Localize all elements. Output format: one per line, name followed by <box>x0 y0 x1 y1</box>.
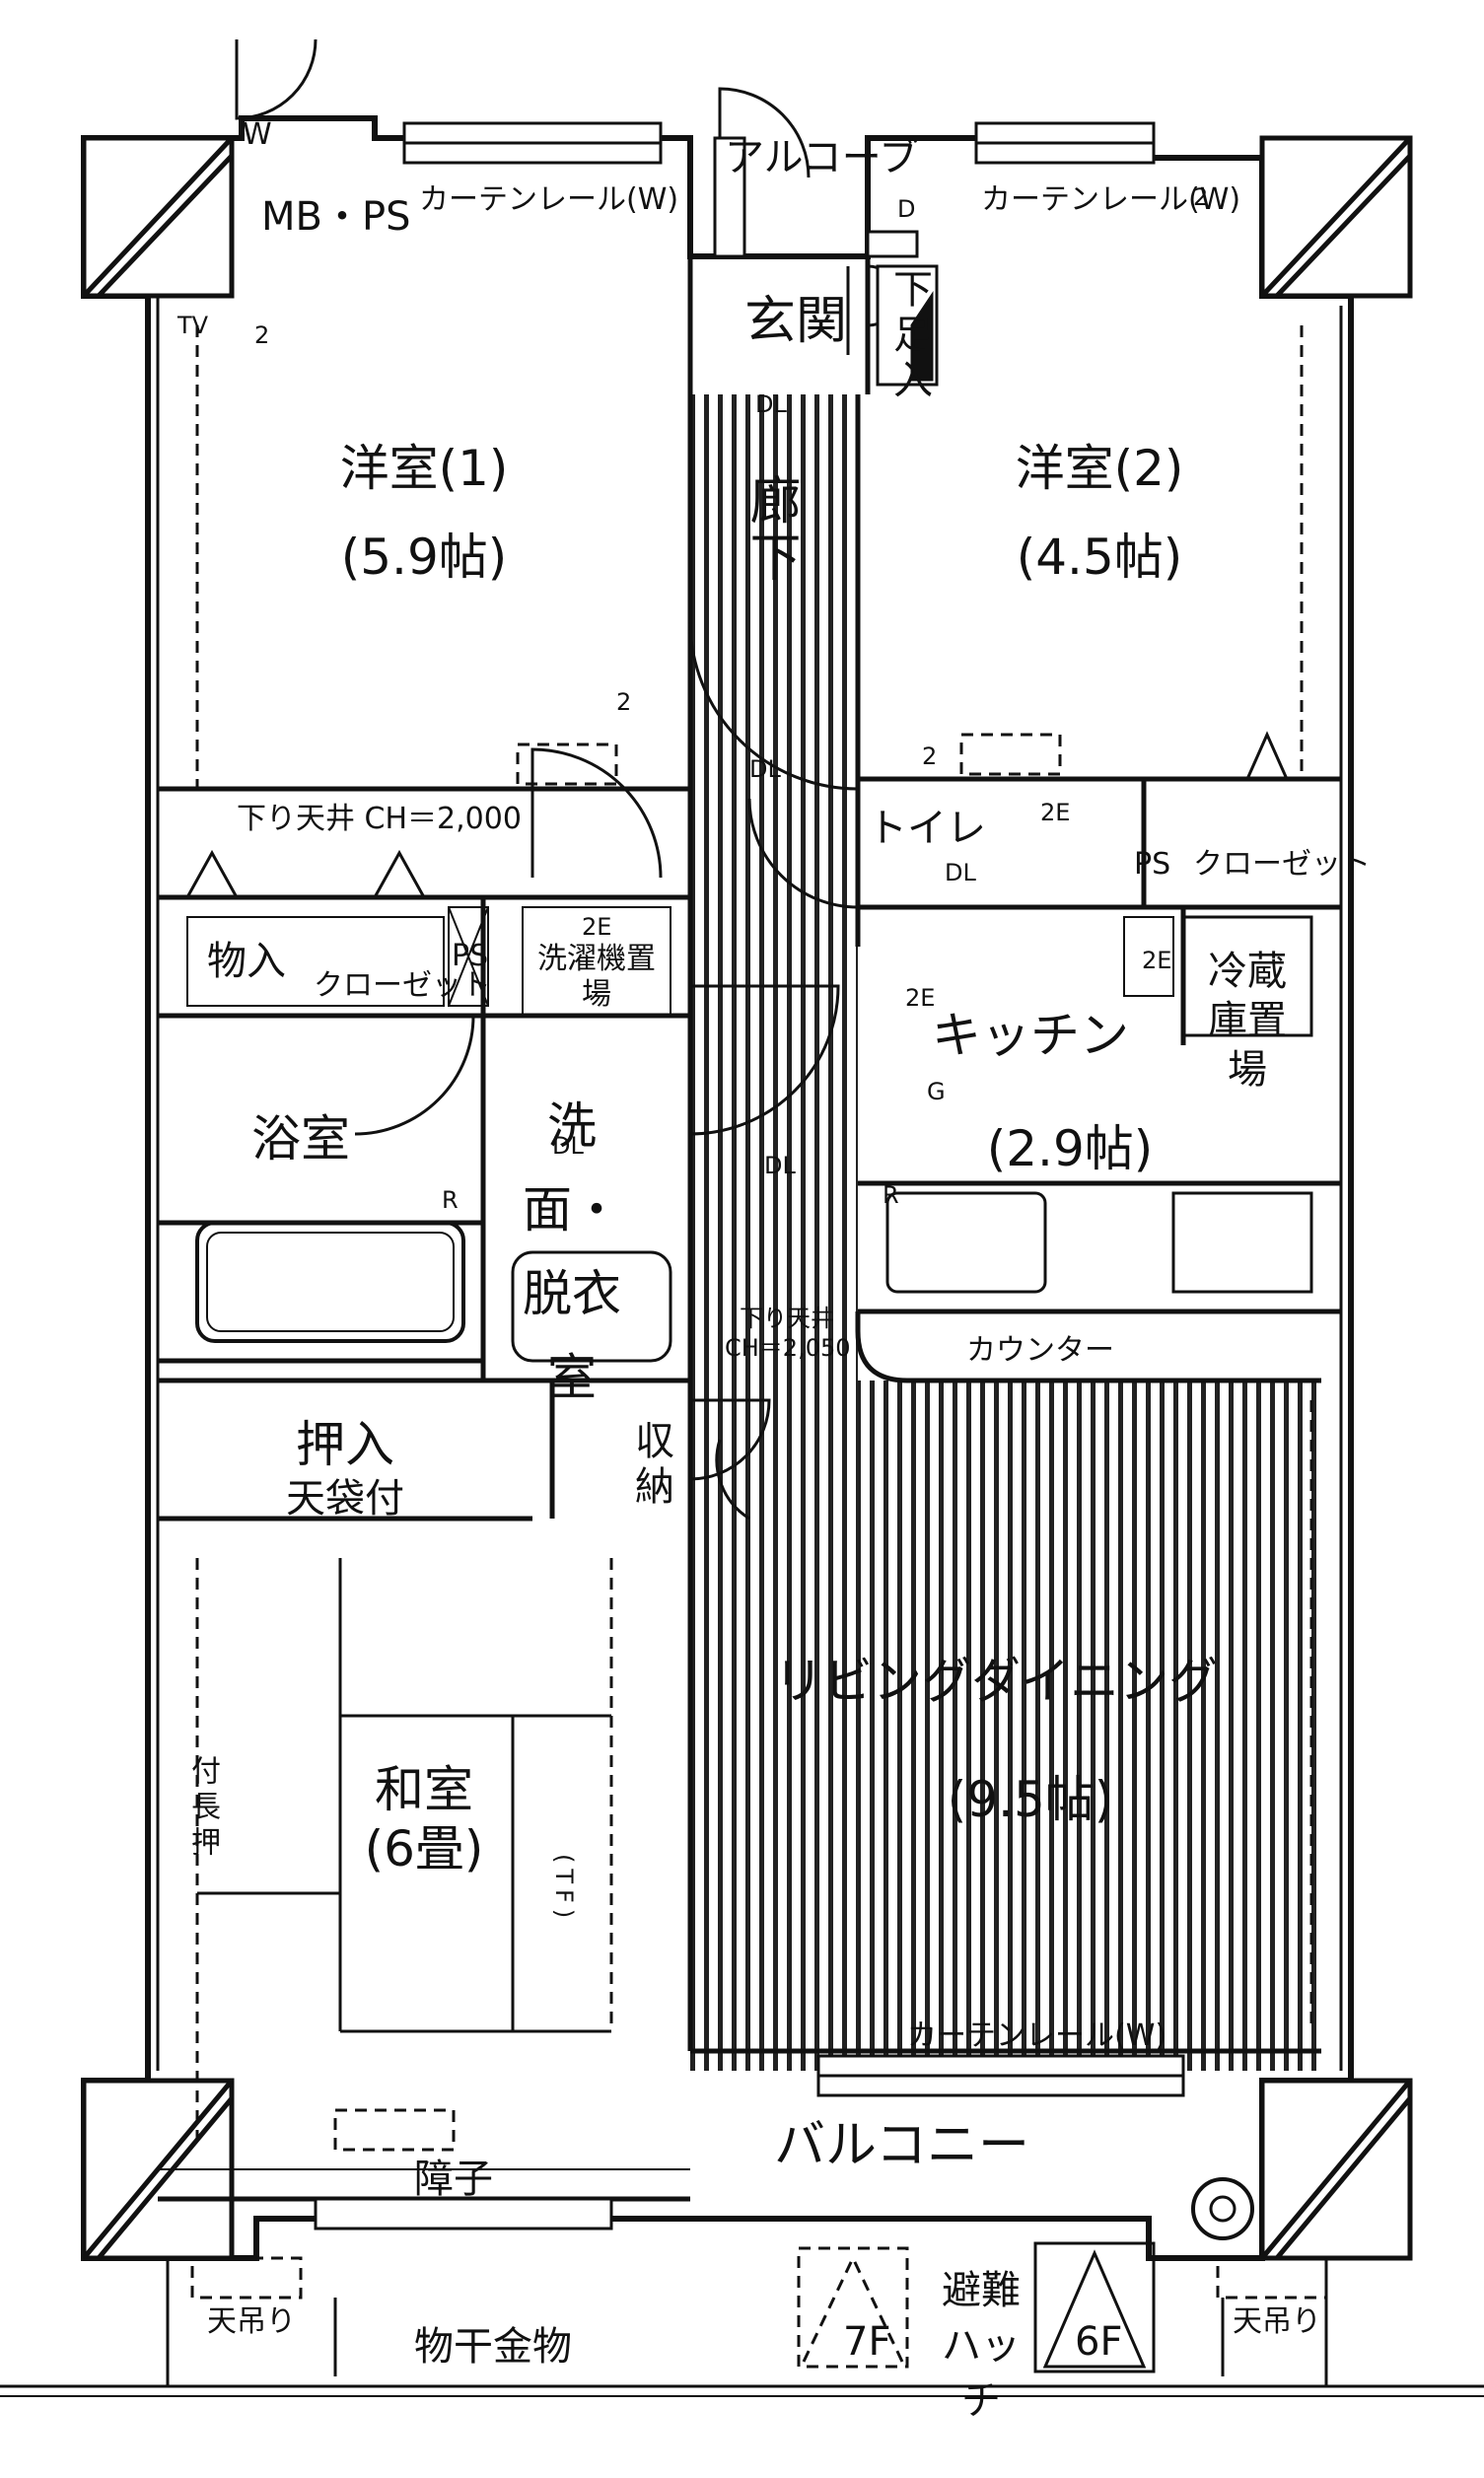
hanging-left-label: 天吊り <box>207 2304 296 2339</box>
doorbell-icon: D <box>897 195 916 223</box>
outlet-2-icon: 2 <box>922 743 938 770</box>
tf-label: (TF) <box>550 1854 578 1925</box>
windows <box>314 121 1185 2230</box>
washroom-label: 洗面・脱衣室 <box>523 1097 621 1406</box>
closet-right-label: クローゼット <box>1193 847 1371 882</box>
ps-left-label: PS <box>452 939 489 973</box>
bathroom-label: 浴室 <box>251 1110 350 1168</box>
fridge-space-label: 冷蔵庫置場 <box>1208 949 1287 1093</box>
toilet-label: トイレ <box>868 806 986 851</box>
mb-ps-label: MB・PS <box>261 194 411 240</box>
washer-space-label: 洗濯機置場 <box>537 942 656 1012</box>
curtain-rail-right: カーテンレール(W) <box>981 182 1241 217</box>
outlet-2e-icon: 2E <box>905 984 936 1012</box>
floor-7f-label: 7F <box>843 2319 891 2365</box>
closet-push-label: 押入 <box>296 1416 394 1473</box>
outlet-2-icon: 2 <box>616 688 632 716</box>
tsuke-nageshi-label: 付長押 <box>185 1755 220 1862</box>
closet-left-label: クローゼット <box>314 968 491 1003</box>
alcove-label: アルコーブ <box>725 135 919 180</box>
downlight-icon: DL <box>749 755 781 783</box>
tatami-lines <box>197 1558 611 2033</box>
outlet-2e-icon: 2E <box>582 913 612 941</box>
hanging-right-label: 天吊り <box>1233 2304 1321 2339</box>
japanese-room-size: (6畳) <box>364 1820 484 1877</box>
interior-walls <box>158 138 1341 2202</box>
balcony-lines <box>0 2177 1484 2397</box>
lowered-ceiling-1: 下り天井 CH＝2,000 <box>237 802 522 836</box>
downlight-icon: DL <box>764 1152 796 1179</box>
tv-outlet-icon: TV <box>177 312 209 339</box>
living-dining-name: リビングダイニング <box>774 1653 1218 1710</box>
shoji-label: 障子 <box>414 2157 493 2202</box>
living-dining-size: (9.5帖) <box>947 1771 1114 1828</box>
floor-6f-label: 6F <box>1075 2319 1123 2365</box>
entrance-label: 玄関 <box>744 292 848 351</box>
w-mark: W <box>243 117 272 152</box>
ps-right-label: PS <box>1134 847 1171 882</box>
storage-label: 物入 <box>207 939 286 984</box>
kitchen-size: (2.9帖) <box>986 1120 1154 1177</box>
corridor-label: 廊下 <box>741 473 800 588</box>
outlet-2-icon: 2 <box>254 321 270 349</box>
remote-icon: R <box>883 1181 899 1209</box>
storage-small-label: 収納 <box>628 1420 673 1511</box>
western-room-1-size: (5.9帖) <box>340 529 508 586</box>
outlet-2e-icon: 2E <box>1040 799 1071 826</box>
remote-icon: R <box>442 1186 459 1214</box>
entrance-details <box>713 136 939 387</box>
curtain-rail-left: カーテンレール(W) <box>419 182 679 217</box>
columns <box>81 135 1413 2261</box>
kitchen-name: キッチン <box>932 1007 1129 1064</box>
downlight-icon: DL <box>755 390 787 418</box>
flooring-hatch <box>690 394 1321 2071</box>
japanese-room-name: 和室 <box>375 1761 473 1818</box>
outlet-2-icon: 2 <box>1193 183 1209 211</box>
outlet-2e-icon: 2E <box>1142 947 1172 974</box>
shoe-box-label: 下足入 <box>886 268 932 404</box>
downlight-icon: DL <box>552 1132 584 1160</box>
counter-label: カウンター <box>966 1333 1114 1368</box>
door-swings <box>235 38 899 1521</box>
closet-push-sub: 天袋付 <box>286 1476 404 1522</box>
western-room-2-name: 洋室(2) <box>1015 440 1184 497</box>
downlight-icon: DL <box>945 859 976 886</box>
gas-outlet-icon: G <box>927 1078 946 1105</box>
western-room-1-name: 洋室(1) <box>339 440 509 497</box>
curtain-rail-bottom: カーテンレール(W) <box>907 2018 1167 2053</box>
western-room-2-size: (4.5帖) <box>1016 529 1183 586</box>
lowered-ceiling-2b: CH＝2,050 <box>725 1334 851 1362</box>
triangles <box>185 731 1289 2373</box>
escape-hatch-label: 避難ハッチ <box>942 2268 1021 2424</box>
lowered-ceiling-2a: 下り天井 <box>740 1305 834 1332</box>
balcony-label: バルコニー <box>774 2116 1029 2175</box>
drying-rack-label: 物干金物 <box>414 2324 572 2370</box>
